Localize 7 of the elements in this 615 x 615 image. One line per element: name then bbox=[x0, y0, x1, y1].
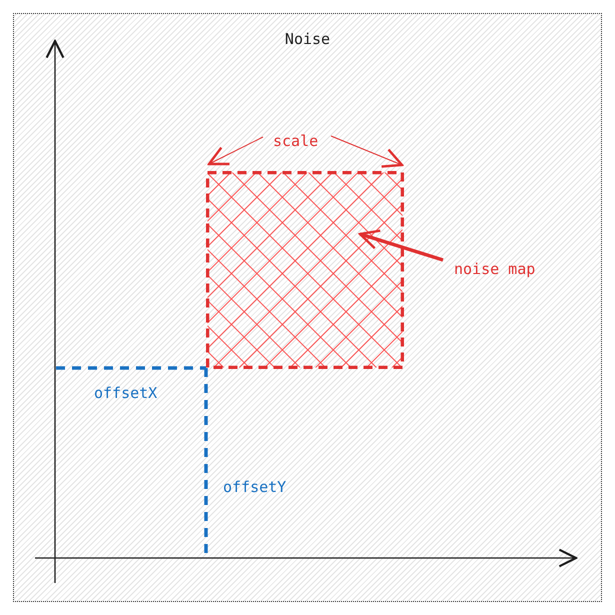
arrow bbox=[358, 230, 444, 262]
dimension-label: offsetY bbox=[223, 478, 286, 496]
frame-box bbox=[13, 13, 602, 602]
frame-label: Noise bbox=[284, 30, 332, 48]
callout-text: noise map bbox=[454, 259, 564, 279]
dimension-label: scale bbox=[273, 132, 318, 150]
dimension-label: offsetX bbox=[94, 384, 158, 402]
